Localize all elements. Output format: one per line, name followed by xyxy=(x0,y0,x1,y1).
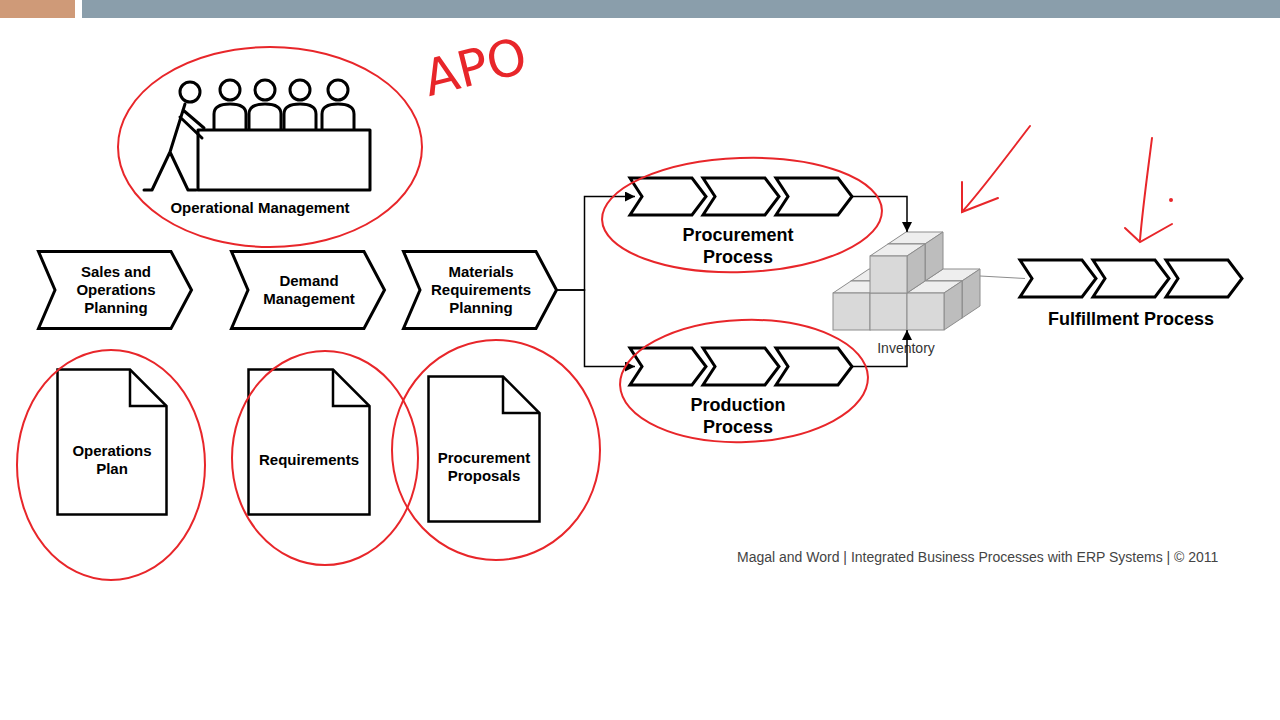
node-shape xyxy=(830,216,982,358)
chevron-step xyxy=(1020,260,1096,297)
cube-front xyxy=(907,293,944,330)
chevron-step xyxy=(630,178,706,215)
chevron-step xyxy=(703,178,779,215)
node-label: Requirements xyxy=(251,418,367,502)
highlight-circle xyxy=(232,351,418,565)
person-head xyxy=(220,80,240,100)
person-head xyxy=(255,80,275,100)
node-shape xyxy=(140,70,380,220)
table xyxy=(198,130,370,190)
node-label: Fulfillment Process xyxy=(1015,305,1247,335)
process-step: Sales and Operations Planning xyxy=(37,250,193,330)
person-body xyxy=(144,104,204,190)
highlight-circle xyxy=(17,350,205,580)
highlight-circle xyxy=(392,340,600,560)
inventory-stock: Inventory xyxy=(830,216,982,358)
header-bar xyxy=(82,0,1280,18)
meeting-illustration xyxy=(144,80,370,190)
header-accent xyxy=(0,0,75,18)
hand-arrow-head xyxy=(962,182,998,212)
cube-side xyxy=(944,281,962,330)
document-fold xyxy=(503,377,540,414)
chevron-step xyxy=(776,178,852,215)
person-torso xyxy=(322,104,354,130)
node-label: Procurement Process xyxy=(663,221,813,273)
process-chain: Production Process xyxy=(625,345,857,445)
node-label: Production Process xyxy=(663,391,813,443)
document-fold xyxy=(333,370,370,407)
node-label: Procurement Proposals xyxy=(429,425,539,509)
role-illustration: Operational Management xyxy=(140,70,380,220)
hand-dot xyxy=(1170,199,1172,201)
node-label: Demand Management xyxy=(252,250,366,330)
flow-connector xyxy=(852,197,907,233)
person-head xyxy=(290,80,310,100)
chevron-step xyxy=(1166,260,1242,297)
document-outline xyxy=(249,370,370,515)
node-label: Inventory xyxy=(830,338,982,358)
document: Procurement Proposals xyxy=(427,375,541,523)
highlight-circle xyxy=(618,316,870,447)
process-chain: Fulfillment Process xyxy=(1015,257,1247,337)
person-torso xyxy=(249,104,281,130)
node-label: Materials Requirements Planning xyxy=(422,250,540,330)
document: Requirements xyxy=(247,368,371,516)
flow-connector xyxy=(557,290,636,367)
cube-front xyxy=(870,256,907,293)
person-torso xyxy=(214,104,246,130)
cube-side xyxy=(907,244,925,293)
hand-arrow xyxy=(962,126,1030,212)
document: Operations Plan xyxy=(56,368,168,516)
hand-arrow-head xyxy=(1125,224,1172,242)
cube-front xyxy=(870,293,907,330)
chevron-step xyxy=(1093,260,1169,297)
node-label: Sales and Operations Planning xyxy=(59,250,173,330)
cube-side xyxy=(925,232,943,281)
source-caption: Magal and Word | Integrated Business Pro… xyxy=(737,549,1218,565)
person-head xyxy=(180,82,200,102)
hand-arrow xyxy=(1140,138,1152,240)
handwritten-note: APO xyxy=(418,27,533,108)
node-shape xyxy=(247,368,371,516)
flow-connector xyxy=(980,276,1025,279)
cube-front xyxy=(833,293,870,330)
process-chain: Procurement Process xyxy=(625,175,857,275)
node-label: Operational Management xyxy=(140,196,380,220)
document-outline xyxy=(58,370,167,515)
flow-connector xyxy=(852,330,907,367)
chevron-step xyxy=(776,348,852,385)
highlight-circle xyxy=(118,47,422,247)
document-outline xyxy=(429,377,540,522)
chevron-step xyxy=(630,348,706,385)
document-fold xyxy=(130,370,167,407)
flow-connector xyxy=(557,197,636,291)
inventory-cubes xyxy=(833,232,980,330)
person-head xyxy=(328,80,348,100)
node-label: Operations Plan xyxy=(60,418,164,502)
highlight-circle xyxy=(600,153,884,277)
chevron-step xyxy=(703,348,779,385)
person-torso xyxy=(284,104,316,130)
process-step: Materials Requirements Planning xyxy=(402,250,558,330)
cube-side xyxy=(962,269,980,318)
process-step: Demand Management xyxy=(230,250,386,330)
